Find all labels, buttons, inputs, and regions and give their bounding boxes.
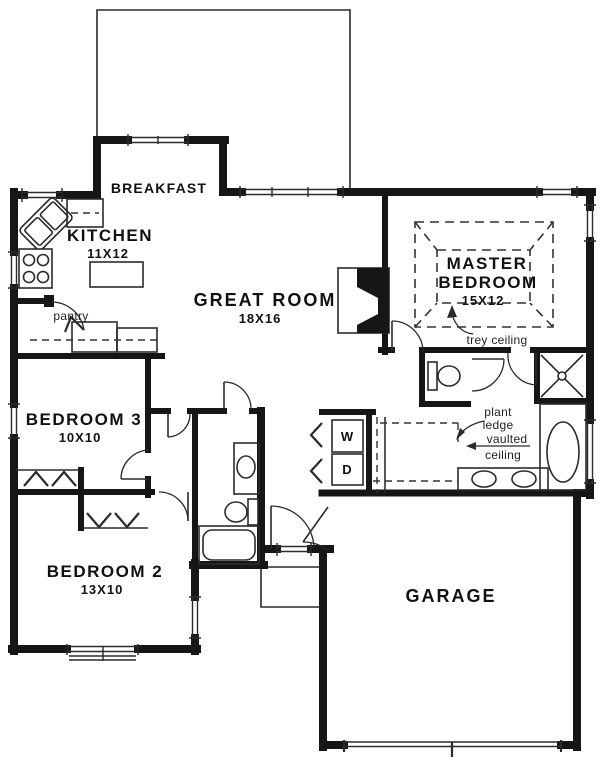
bedroom2-closet-doors: [86, 512, 140, 529]
plant-ledge-lines: [373, 417, 459, 493]
label-vaulted: vaulted: [487, 432, 528, 446]
label-master-dims: 15X12: [462, 293, 505, 308]
bedroom-hall-door: [167, 413, 191, 438]
label-ceiling: ceiling: [485, 448, 521, 462]
wc-toilet-bowl: [437, 365, 461, 387]
fireplace: [337, 267, 390, 334]
front-door-swing: [270, 505, 315, 550]
kitchen-counters: [30, 198, 158, 353]
water-closet-door: [471, 358, 505, 392]
corner-sink: [19, 197, 73, 251]
vanity-sink-right: [511, 470, 537, 488]
label-garage: GARAGE: [405, 586, 496, 606]
double-vanity: [457, 467, 549, 491]
hall-bath-fixtures: [198, 442, 260, 565]
toilet-tank: [247, 498, 259, 526]
bedroom2-door: [158, 491, 189, 522]
label-dryer: D: [342, 462, 351, 477]
label-bedroom2: BEDROOM 2: [47, 562, 163, 581]
label-ledge: ledge: [483, 418, 514, 432]
doors: [44, 295, 537, 551]
shower: [540, 354, 584, 398]
label-kitchen-dims: 11X12: [87, 246, 129, 261]
annotation-arrows: [447, 305, 530, 450]
front-door-threshold: [276, 543, 312, 556]
label-master-line1: MASTER: [447, 254, 528, 273]
dryer-box: [331, 453, 364, 486]
label-bedroom2-dims: 13X10: [81, 582, 124, 597]
tub-platform: [539, 403, 587, 491]
washer-box: [331, 419, 364, 453]
label-master-line2: BEDROOM: [438, 273, 537, 292]
label-breakfast: BREAKFAST: [111, 180, 207, 196]
closets: [16, 469, 148, 529]
laundry-closet: [309, 419, 364, 486]
label-trey-ceiling: trey ceiling: [467, 333, 528, 347]
laundry-bifold-doors: [309, 422, 323, 484]
deck-outline: [96, 9, 351, 190]
label-bedroom3-dims: 10X10: [59, 430, 102, 445]
bedroom3-door: [120, 449, 151, 480]
label-bedroom3: BEDROOM 3: [26, 410, 142, 429]
vanity: [233, 442, 260, 495]
tub-deck: [198, 525, 260, 565]
kitchen-island: [89, 261, 144, 288]
porch-outline: [260, 566, 323, 608]
vanity-sink-left: [471, 470, 497, 488]
sink: [236, 455, 256, 479]
master-bath-fixtures: [427, 354, 587, 491]
toilet-bowl: [224, 501, 248, 523]
garage-door: [342, 740, 563, 757]
garden-tub: [546, 421, 580, 483]
label-pantry: pantry: [53, 309, 88, 323]
label-great-room-dims: 18X16: [239, 311, 282, 326]
cooktop: [18, 248, 53, 289]
interior-walls: [11, 189, 594, 568]
trey-ceiling-outline: [414, 221, 554, 328]
label-plant: plant: [484, 405, 512, 419]
master-bedroom-door: [391, 320, 424, 353]
wc-toilet-tank: [427, 361, 438, 391]
windows: [8, 134, 596, 661]
garage-entry-door: [302, 506, 329, 551]
bathtub: [202, 529, 256, 561]
label-kitchen: KITCHEN: [67, 226, 153, 245]
label-great-room: GREAT ROOM: [194, 290, 337, 310]
kitchen-fixtures: [18, 197, 158, 353]
master-bath-door: [507, 352, 537, 386]
bedroom3-closet-doors: [23, 470, 77, 487]
hall-bath-door: [223, 381, 252, 410]
label-washer: W: [341, 429, 354, 444]
pantry-door: [44, 295, 85, 333]
labels: BREAKFAST KITCHEN 11X12 GREAT ROOM 18X16…: [26, 180, 537, 606]
